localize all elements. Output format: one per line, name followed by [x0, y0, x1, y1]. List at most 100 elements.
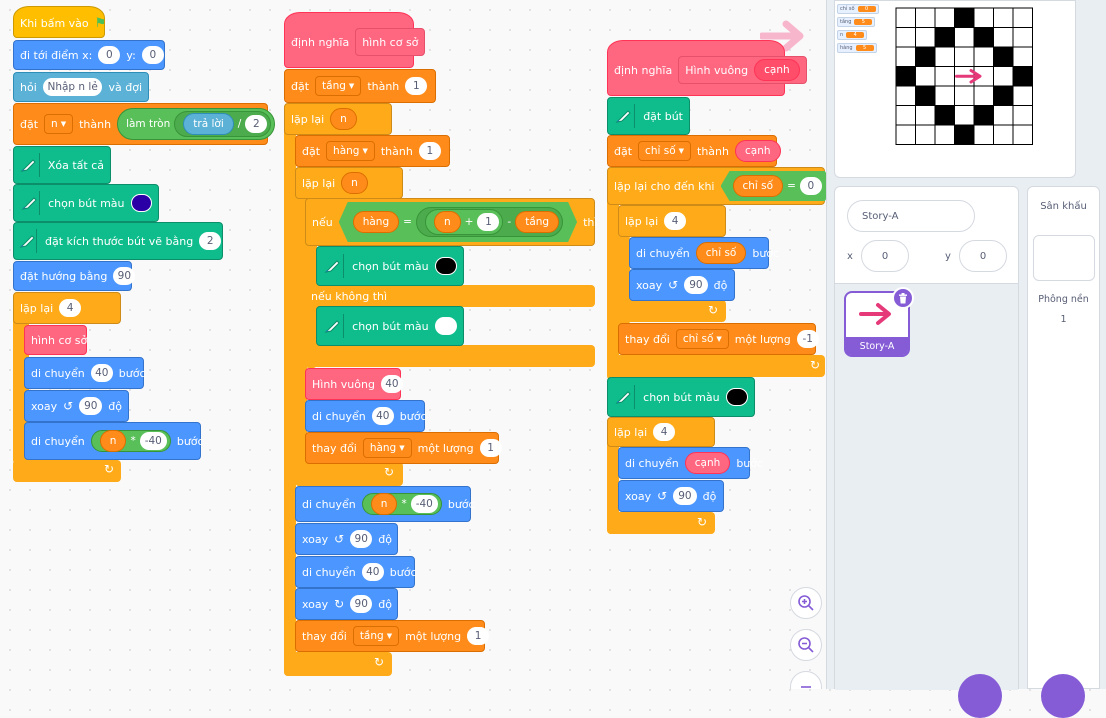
define-hinh-vuong-block[interactable]: định nghĩa Hình vuông cạnh: [607, 40, 807, 96]
x-position-field[interactable]: 0: [861, 240, 909, 272]
set-tang-block[interactable]: đặt tầng▼ thành 1: [284, 69, 436, 103]
move-steps-block[interactable]: di chuyển 40 bước: [24, 357, 146, 389]
pen-color-swatch[interactable]: [434, 257, 457, 275]
change-tang-block[interactable]: thay đổi tầng▼ một lượng 1: [295, 620, 490, 652]
variable-dropdown-n[interactable]: n▼: [44, 114, 74, 134]
pen-color-swatch[interactable]: [130, 194, 152, 212]
pen-color-swatch[interactable]: [434, 317, 457, 335]
repeat-until-block[interactable]: lặp lại cho đến khi chỉ số = 0: [607, 167, 825, 205]
variable-dropdown-tang[interactable]: tầng▼: [315, 76, 362, 96]
turn-degrees-input[interactable]: 90: [79, 397, 103, 415]
repeat-n-block[interactable]: lặp lại n: [295, 167, 403, 199]
change-value-input[interactable]: 1: [479, 439, 502, 457]
multiply-value-input[interactable]: -40: [139, 432, 167, 450]
set-pen-color-block[interactable]: chọn bút màu: [607, 377, 755, 417]
repeat-n-block[interactable]: lặp lại n: [284, 103, 392, 135]
param-reporter[interactable]: cạnh: [754, 59, 800, 81]
n-variable-reporter[interactable]: n: [434, 211, 461, 233]
set-pen-size-block[interactable]: đặt kích thước bút vẽ bằng 2: [13, 222, 223, 260]
minus-reporter[interactable]: n + 1 - tầng: [416, 207, 563, 237]
turn-right-block[interactable]: xoay ↻ 90 độ: [295, 588, 398, 620]
change-hang-block[interactable]: thay đổi hàng▼ một lượng 1: [305, 432, 502, 464]
repeat-count-input[interactable]: 4: [653, 423, 676, 441]
multiply-reporter[interactable]: n * -40: [90, 430, 171, 452]
choose-sprite-button[interactable]: [958, 674, 1002, 718]
call-hinh-co-so-block[interactable]: hình cơ sở: [24, 325, 87, 355]
pen-color-swatch[interactable]: [725, 388, 748, 406]
square-size-input[interactable]: 40: [380, 375, 403, 393]
change-value-input[interactable]: -1: [796, 330, 819, 348]
turn-degrees-input[interactable]: 90: [684, 276, 708, 294]
define-name-block[interactable]: hình cơ sở: [355, 28, 426, 56]
turn-degrees-input[interactable]: 90: [350, 595, 373, 613]
turn-left-block[interactable]: xoay ↺ 90 độ: [629, 269, 735, 301]
move-steps-block[interactable]: di chuyển cạnh bước: [618, 447, 763, 479]
move-steps-input[interactable]: 40: [361, 563, 384, 581]
set-hang-block[interactable]: đặt hàng▼ thành 1: [295, 135, 450, 167]
n-variable-reporter[interactable]: n: [99, 430, 127, 452]
set-value-input[interactable]: 1: [405, 77, 428, 95]
variable-dropdown-chiso[interactable]: chỉ số▼: [675, 329, 729, 349]
answer-reporter[interactable]: trả lời: [183, 113, 234, 135]
goto-xy-block[interactable]: đi tới điểm x: 0 y: 0: [13, 40, 165, 70]
repeat-count-input[interactable]: 4: [59, 299, 82, 317]
set-n-block[interactable]: đặt n▼ thành làm tròn trả lời / 2: [13, 103, 276, 145]
move-steps-block[interactable]: di chuyển n * -40 bước: [24, 422, 204, 460]
turn-left-block[interactable]: xoay ↺ 90 độ: [618, 480, 724, 512]
tang-variable-reporter[interactable]: tầng: [515, 211, 559, 233]
round-reporter[interactable]: làm tròn trả lời / 2: [117, 108, 276, 140]
chiso-variable-reporter[interactable]: chỉ số: [695, 242, 747, 264]
script-area[interactable]: ↻ Khi bấm vào ⚑ đi tới điểm x: 0 y: 0 hỏ…: [0, 0, 826, 689]
variable-dropdown-tang[interactable]: tầng▼: [352, 626, 400, 646]
ask-and-wait-block[interactable]: hỏi Nhập n lẻ và đợi: [13, 72, 149, 102]
equals-value-input[interactable]: 0: [800, 177, 822, 195]
call-hinh-vuong-block[interactable]: Hình vuông 40: [305, 368, 403, 400]
multiply-reporter[interactable]: n * -40: [361, 493, 442, 515]
variable-dropdown-chiso[interactable]: chỉ số▼: [638, 141, 692, 161]
y-position-field[interactable]: 0: [959, 240, 1007, 272]
change-chiso-block[interactable]: thay đổi chỉ số▼ một lượng -1: [618, 323, 819, 355]
set-pen-color-block[interactable]: chọn bút màu: [316, 306, 464, 346]
pen-down-block[interactable]: đặt bút: [607, 97, 690, 135]
set-pen-color-block[interactable]: chọn bút màu: [13, 184, 159, 222]
zoom-reset-button[interactable]: [790, 671, 822, 689]
turn-left-block[interactable]: xoay ↺ 90 độ: [295, 523, 398, 555]
multiply-value-input[interactable]: -40: [410, 495, 438, 513]
change-value-input[interactable]: 1: [467, 627, 490, 645]
goto-y-input[interactable]: 0: [141, 46, 164, 64]
repeat-block[interactable]: lặp lại 4: [618, 205, 726, 237]
repeat-block[interactable]: lặp lại 4: [607, 417, 715, 447]
variable-dropdown-hang[interactable]: hàng▼: [362, 438, 412, 458]
divide-value-input[interactable]: 2: [245, 115, 268, 133]
if-else-block[interactable]: nếu hàng = n + 1 - tầng thì: [305, 198, 597, 246]
repeat-count-input[interactable]: 4: [664, 212, 687, 230]
move-steps-block[interactable]: di chuyển n * -40 bước: [295, 486, 475, 522]
variable-dropdown-hang[interactable]: hàng▼: [326, 141, 375, 161]
pen-size-input[interactable]: 2: [199, 232, 222, 250]
backdrop-thumbnail[interactable]: [1033, 235, 1095, 281]
goto-x-input[interactable]: 0: [98, 46, 121, 64]
move-steps-block[interactable]: di chuyển 40 bước: [305, 400, 427, 432]
choose-backdrop-button[interactable]: [1041, 674, 1085, 718]
n-variable-reporter[interactable]: n: [341, 172, 368, 194]
plus-reporter[interactable]: n + 1: [425, 209, 503, 235]
ask-question-input[interactable]: Nhập n lẻ: [42, 78, 103, 96]
param-reporter[interactable]: cạnh: [684, 452, 731, 474]
turn-degrees-input[interactable]: 90: [350, 530, 373, 548]
set-value-input[interactable]: 1: [418, 142, 441, 160]
stage-pane[interactable]: Sân khấu Phông nền 1: [1027, 186, 1100, 689]
turn-left-block[interactable]: xoay ↺ 90 độ: [24, 390, 129, 422]
zoom-in-button[interactable]: [790, 587, 822, 619]
chiso-variable-reporter[interactable]: chỉ số: [733, 175, 784, 197]
sprite-thumbnail[interactable]: Story-A: [844, 287, 914, 357]
param-reporter[interactable]: cạnh: [734, 140, 781, 162]
move-steps-block[interactable]: di chuyển chỉ số bước: [629, 237, 779, 269]
sprite-name-field[interactable]: Story-A: [847, 200, 975, 232]
point-in-direction-block[interactable]: đặt hướng bằng 90: [13, 261, 136, 291]
move-steps-input[interactable]: 40: [90, 364, 113, 382]
divide-reporter[interactable]: trả lời / 2: [174, 111, 272, 137]
turn-degrees-input[interactable]: 90: [673, 487, 697, 505]
